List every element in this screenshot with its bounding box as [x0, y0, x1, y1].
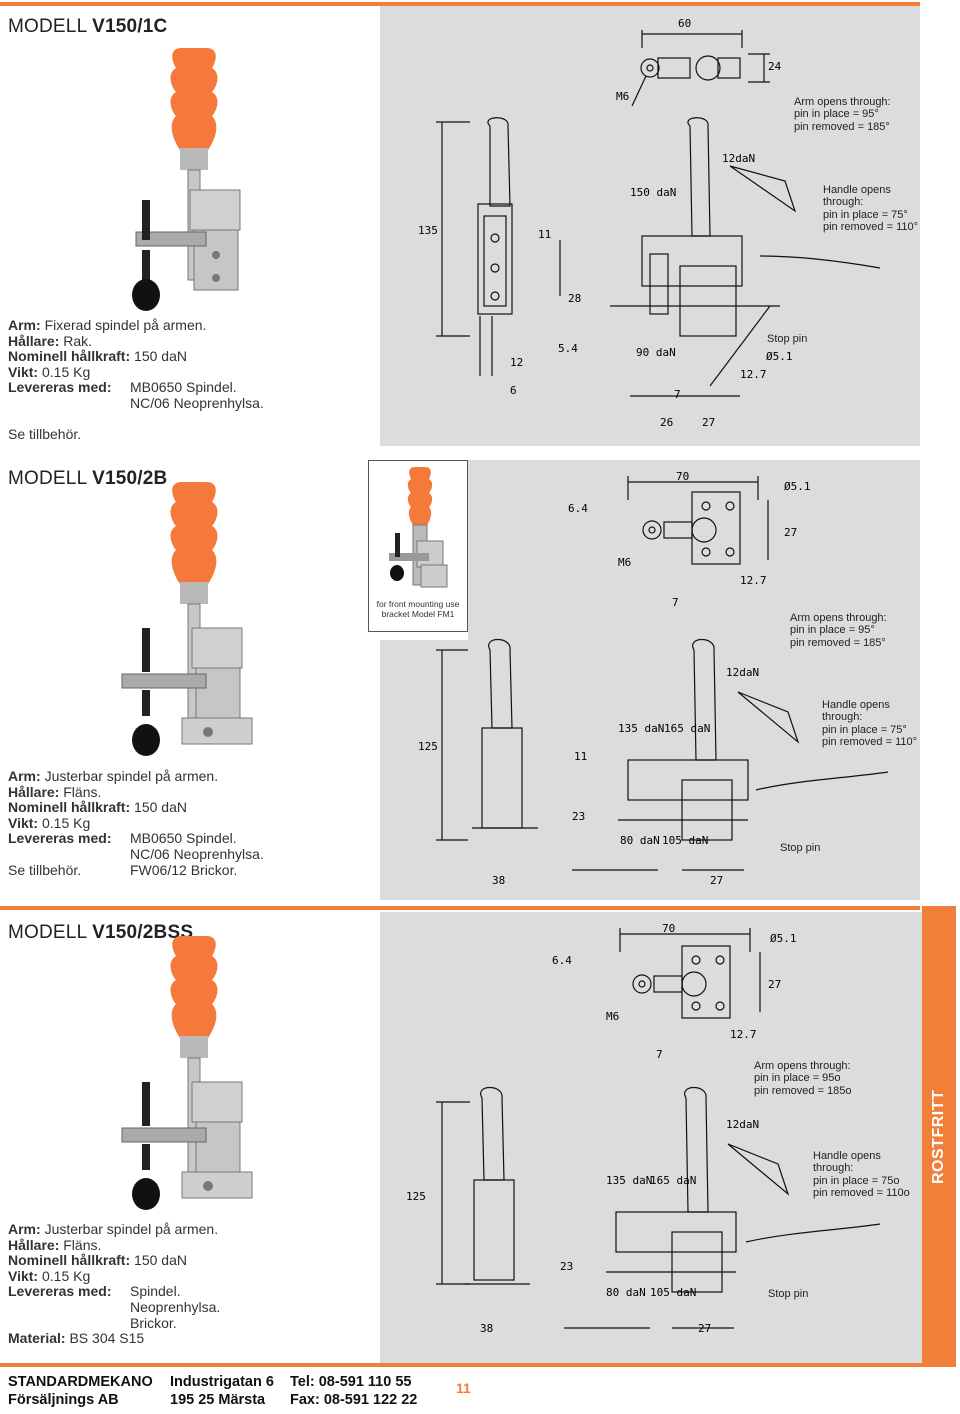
- svg-text:6.4: 6.4: [568, 502, 588, 515]
- inset-caption: for front mounting use bracket Model FM1: [376, 599, 460, 619]
- specs-v150-1c: Arm: Fixerad spindel på armen. Hållare: …: [8, 317, 264, 442]
- svg-text:80 daN: 80 daN: [620, 834, 660, 847]
- rostfritt-tab: ROSTFRITT: [922, 906, 956, 1364]
- svg-text:105 daN: 105 daN: [662, 834, 708, 847]
- svg-text:M6: M6: [606, 1010, 619, 1023]
- stop-pin-label: Stop pin: [767, 333, 808, 345]
- footer-company: STANDARDMEKANO Försäljnings AB: [8, 1374, 153, 1408]
- arm-opens-note: Arm opens through: pin in place = 95° pi…: [790, 612, 887, 649]
- handle-opens-note: Handle opens through: pin in place = 75°…: [823, 184, 919, 234]
- arm-opens-note: Arm opens through: pin in place = 95o pi…: [754, 1060, 852, 1097]
- specs-v150-2b: Arm: Justerbar spindel på armen. Hållare…: [8, 768, 264, 878]
- model-title-v150-2bss: MODELL V150/2BSS: [8, 922, 194, 943]
- svg-text:90 daN: 90 daN: [636, 346, 676, 359]
- technical-drawing-v150-2b: 70 Ø5.1 6.4 27 M6 7 12.7 12daN 135 daN 1…: [468, 460, 920, 900]
- svg-text:M6: M6: [616, 90, 629, 103]
- footer-contact: Tel: 08-591 110 55 Fax: 08-591 122 22: [290, 1374, 418, 1408]
- stop-pin-label: Stop pin: [780, 842, 821, 854]
- stop-pin-label: Stop pin: [768, 1288, 809, 1300]
- svg-text:165 daN: 165 daN: [650, 1174, 696, 1187]
- clamp-photo-v150-1c: [132, 48, 241, 311]
- svg-text:135: 135: [418, 224, 438, 237]
- handle-opens-note: Handle opens through: pin in place = 75°…: [822, 699, 918, 749]
- svg-text:12.7: 12.7: [740, 368, 767, 381]
- model-title-v150-1c: MODELL V150/1C: [8, 16, 168, 37]
- technical-drawing-v150-2bss: 70 Ø5.1 6.4 27 M6 7 12.7 125 12daN 135 d…: [380, 912, 922, 1364]
- svg-text:70: 70: [662, 922, 675, 935]
- svg-text:27: 27: [698, 1322, 711, 1335]
- svg-text:7: 7: [656, 1048, 663, 1061]
- svg-text:38: 38: [492, 874, 505, 887]
- svg-text:7: 7: [674, 388, 681, 401]
- svg-text:12daN: 12daN: [722, 152, 755, 165]
- footer-address: Industrigatan 6 195 25 Märsta: [170, 1374, 274, 1408]
- clamp-photo-v150-2bss: [121, 936, 253, 1210]
- svg-text:27: 27: [768, 978, 781, 991]
- svg-text:105 daN: 105 daN: [650, 1286, 696, 1299]
- svg-text:27: 27: [710, 874, 723, 887]
- svg-text:12: 12: [510, 356, 523, 369]
- svg-text:12daN: 12daN: [726, 1118, 759, 1131]
- svg-text:M6: M6: [618, 556, 631, 569]
- model-title-v150-2b: MODELL V150/2B: [8, 468, 168, 489]
- svg-text:150 daN: 150 daN: [630, 186, 676, 199]
- svg-text:12.7: 12.7: [730, 1028, 757, 1041]
- svg-text:28: 28: [568, 292, 581, 305]
- svg-text:Ø5.1: Ø5.1: [766, 350, 793, 363]
- svg-text:27: 27: [784, 526, 797, 539]
- page-number: 11: [456, 1380, 471, 1396]
- svg-text:23: 23: [572, 810, 585, 823]
- drawing-left-dimension: 125: [418, 649, 468, 841]
- inset-photo-fm1: for front mounting use bracket Model FM1: [368, 460, 468, 632]
- section-divider: [0, 906, 920, 910]
- svg-text:80 daN: 80 daN: [606, 1286, 646, 1299]
- svg-text:60: 60: [678, 17, 691, 30]
- inset-clamp-image: [389, 467, 448, 588]
- svg-text:27: 27: [702, 416, 715, 429]
- specs-v150-2bss: Arm: Justerbar spindel på armen. Hållare…: [8, 1221, 221, 1347]
- svg-text:70: 70: [676, 470, 689, 483]
- arm-opens-note: Arm opens through: pin in place = 95° pi…: [794, 96, 891, 133]
- svg-text:5.4: 5.4: [558, 342, 578, 355]
- svg-text:125: 125: [406, 1190, 426, 1203]
- svg-text:12.7: 12.7: [740, 574, 767, 587]
- handle-opens-note: Handle opens through: pin in place = 75o…: [813, 1150, 910, 1200]
- svg-text:Ø5.1: Ø5.1: [770, 932, 797, 945]
- svg-text:125: 125: [418, 740, 438, 753]
- svg-text:12daN: 12daN: [726, 666, 759, 679]
- section-divider: [0, 2, 920, 6]
- svg-text:6: 6: [510, 384, 517, 397]
- svg-text:135 daN: 135 daN: [606, 1174, 652, 1187]
- drawing-bg-left-strip: [380, 640, 468, 900]
- clamp-photo-v150-2b: [121, 482, 253, 756]
- svg-text:Ø5.1: Ø5.1: [784, 480, 811, 493]
- svg-text:24: 24: [768, 60, 782, 73]
- footer-divider: [0, 1363, 956, 1367]
- svg-text:165 daN: 165 daN: [664, 722, 710, 735]
- svg-text:11: 11: [538, 228, 551, 241]
- svg-text:11: 11: [574, 750, 587, 763]
- technical-drawing-v150-1c: 60 24 M6 135 12 6 150 daN 90 d: [380, 6, 920, 446]
- svg-text:26: 26: [660, 416, 673, 429]
- svg-text:38: 38: [480, 1322, 493, 1335]
- svg-text:135 daN: 135 daN: [618, 722, 664, 735]
- svg-text:7: 7: [672, 596, 679, 609]
- svg-text:6.4: 6.4: [552, 954, 572, 967]
- svg-text:23: 23: [560, 1260, 573, 1273]
